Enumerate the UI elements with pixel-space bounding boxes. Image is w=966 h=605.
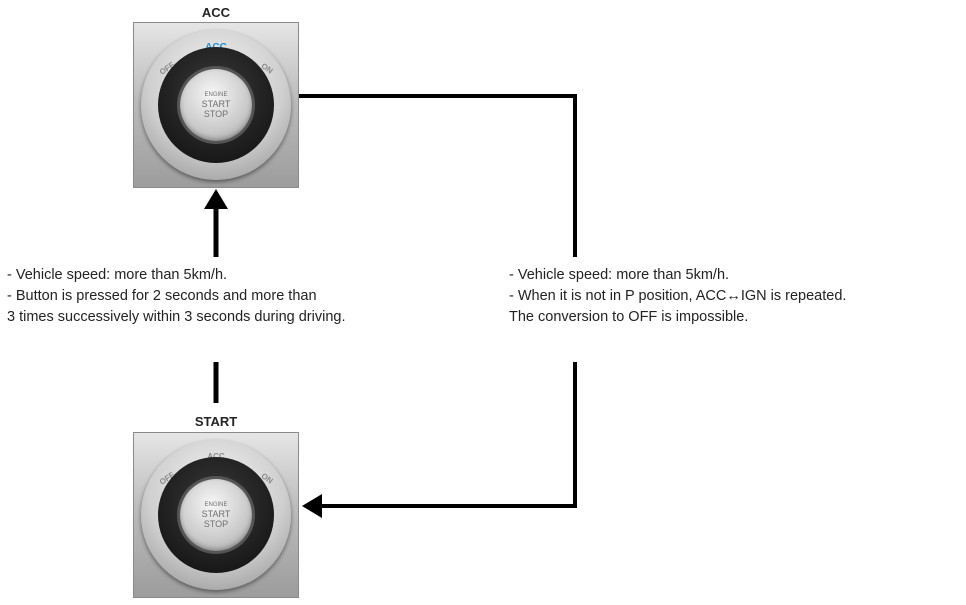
button-line-stop: STOP <box>203 109 229 119</box>
left-arrow-head <box>302 494 322 518</box>
acc-button-panel: OFF ACC ON ENGINE START STOP <box>133 22 299 188</box>
engine-start-stop-button: ENGINE START STOP <box>180 479 252 551</box>
button-line-engine: ENGINE <box>204 502 228 508</box>
note-line: - Button is pressed for 2 seconds and mo… <box>7 288 317 304</box>
button-line-stop: STOP <box>203 519 229 529</box>
up-arrow-head <box>204 189 228 209</box>
note-line: The conversion to OFF is impossible. <box>509 309 749 325</box>
acc-state-title: ACC <box>201 5 231 20</box>
note-line: - Vehicle speed: more than 5km/h. <box>7 267 228 283</box>
start-state-title: START <box>194 414 238 429</box>
right-path-top <box>299 94 577 257</box>
button-dark-ring: ENGINE START STOP <box>158 457 274 573</box>
button-bezel: OFF ACC ON ENGINE START STOP <box>141 440 291 590</box>
button-line-start: START <box>201 509 231 519</box>
note-line: 3 times successively within 3 seconds du… <box>7 309 346 325</box>
ring-label-acc: ACC <box>141 452 291 461</box>
button-bezel: OFF ACC ON ENGINE START STOP <box>141 30 291 180</box>
note-line: - Vehicle speed: more than 5km/h. <box>509 267 730 283</box>
engine-start-stop-button: ENGINE START STOP <box>180 69 252 141</box>
right-condition-note: - Vehicle speed: more than 5km/h. - When… <box>509 265 846 328</box>
button-dark-ring: ENGINE START STOP <box>158 47 274 163</box>
note-line: - When it is not in P position, ACC↔IGN … <box>509 288 847 304</box>
left-condition-note: - Vehicle speed: more than 5km/h. - Butt… <box>7 265 345 328</box>
button-line-engine: ENGINE <box>204 92 228 98</box>
start-button-panel: OFF ACC ON ENGINE START STOP <box>133 432 299 598</box>
right-path-bottom <box>316 362 577 508</box>
button-line-start: START <box>201 99 231 109</box>
